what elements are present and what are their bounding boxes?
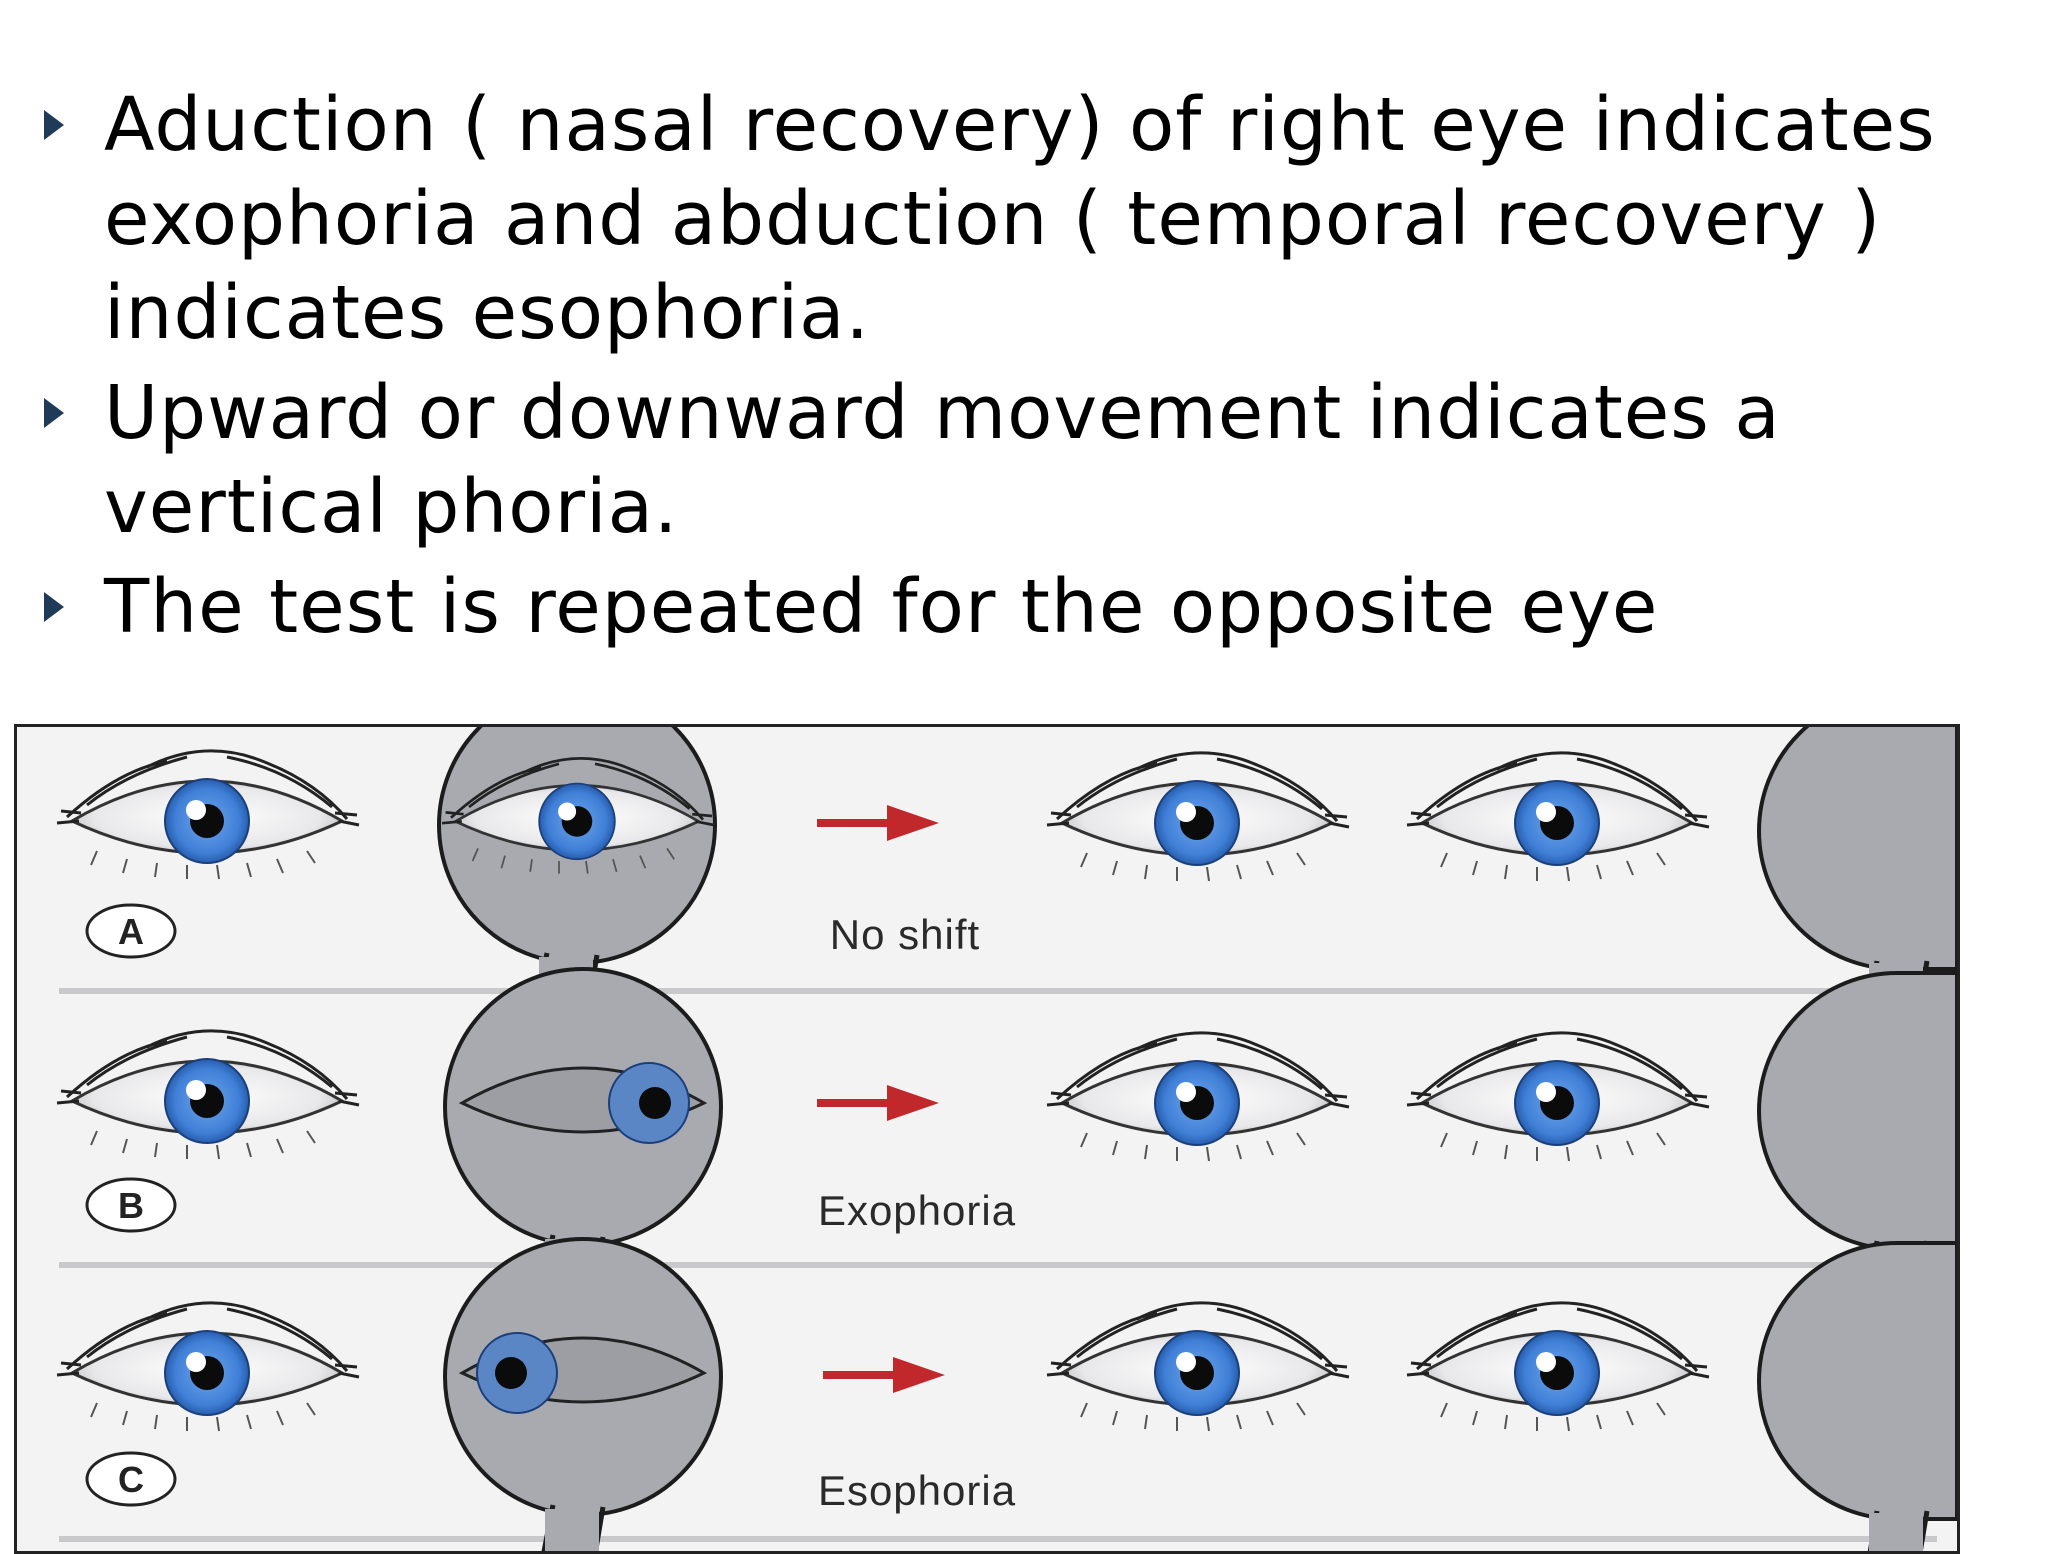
eye-icon [1405,1301,1711,1433]
row-letter-badge [85,903,177,959]
eye-icon [1405,751,1711,883]
arrow-icon [817,805,939,841]
arrow-icon [823,1357,945,1393]
eye-icon [55,1301,361,1433]
bullet-list: Aduction ( nasal recovery) of right eye … [0,0,2048,700]
bullet-text: Aduction ( nasal recovery) of right eye … [104,82,1936,356]
bullet-text: The test is repeated for the opposite ey… [104,564,1659,650]
row-b: B Exophoria [55,969,1957,1301]
cover-test-figure: A No shift B Exophoria [14,724,1960,1554]
row-caption: Esophoria [818,1467,1016,1514]
occluder-icon [1759,1243,1957,1554]
row-c: C Esophoria [55,1239,1957,1554]
row-caption: No shift [830,911,980,958]
bullet-arrow-icon [44,398,64,428]
row-letter: C [118,1459,144,1500]
eye-icon [55,1029,361,1161]
bullet-text: Upward or downward movement indicates a … [104,370,1781,550]
eye-icon [1405,1031,1711,1163]
cover-test-illustration: A No shift B Exophoria [55,727,1960,1554]
row-letter: B [118,1185,144,1226]
eye-icon [1045,751,1351,883]
eye-icon [1045,1301,1351,1433]
arrow-icon [817,1085,939,1121]
row-caption: Exophoria [818,1187,1016,1234]
eye-icon [1045,1031,1351,1163]
row-a: A No shift [55,727,1957,1021]
row-letter-badge [85,1451,177,1507]
row-letter: A [118,911,144,952]
bullet-arrow-icon [44,110,64,140]
row-letter-badge [85,1177,177,1233]
eye-icon [55,749,361,881]
bullet-arrow-icon [44,592,64,622]
